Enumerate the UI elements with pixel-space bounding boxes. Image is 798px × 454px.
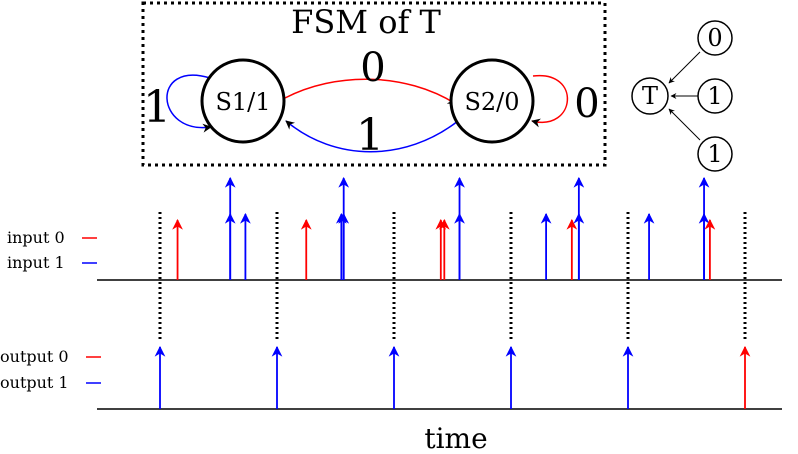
transition-s1-self bbox=[166, 74, 212, 133]
fsm-border bbox=[141, 1, 607, 167]
transition-s1-to-s2 bbox=[284, 78, 457, 105]
time-axis-label: time bbox=[424, 422, 487, 454]
legend-input1-label: input 1 bbox=[7, 253, 65, 272]
mini-input-label-2: 1 bbox=[707, 140, 722, 168]
legend-output0-label: output 0 bbox=[0, 347, 69, 366]
timeline bbox=[97, 176, 782, 410]
transition-label-s1-to-s2: 0 bbox=[360, 45, 385, 91]
state-s2-circle bbox=[449, 58, 535, 144]
legend-input0-label: input 0 bbox=[7, 228, 65, 247]
output-spikes bbox=[154, 345, 751, 409]
fsm-title: FSM of T bbox=[291, 3, 441, 41]
legend-output1-label: output 1 bbox=[0, 373, 69, 392]
mini-node-t-label: T bbox=[642, 82, 658, 110]
clock-ticks bbox=[158, 212, 747, 340]
state-s1-circle bbox=[200, 58, 286, 144]
state-s1-label: S1/1 bbox=[215, 88, 270, 116]
mini-edge-0 bbox=[668, 51, 701, 84]
legend: input 0 input 1 output 0 output 1 bbox=[0, 228, 101, 392]
mini-edge-2 bbox=[668, 108, 701, 141]
fsm-panel: FSM of T 1 0 1 0 S1/1 S2/0 bbox=[141, 1, 607, 167]
mini-input-node-2 bbox=[697, 136, 733, 172]
mini-input-label-0: 0 bbox=[707, 24, 722, 52]
input-spikes bbox=[172, 176, 716, 280]
mini-node-t bbox=[631, 77, 669, 115]
mini-input-label-1: 1 bbox=[707, 82, 722, 110]
state-s2-label: S2/0 bbox=[464, 88, 519, 116]
transition-s2-self bbox=[531, 75, 569, 128]
transition-label-s2-to-s1: 1 bbox=[356, 110, 384, 161]
mini-graph: T 0 1 1 bbox=[631, 20, 733, 172]
mini-input-node-0 bbox=[697, 20, 733, 56]
transition-label-s2-self: 0 bbox=[574, 81, 599, 127]
mini-input-node-1 bbox=[697, 78, 733, 114]
transition-label-s1-self: 1 bbox=[143, 82, 171, 133]
transition-s2-to-s1 bbox=[285, 120, 459, 153]
